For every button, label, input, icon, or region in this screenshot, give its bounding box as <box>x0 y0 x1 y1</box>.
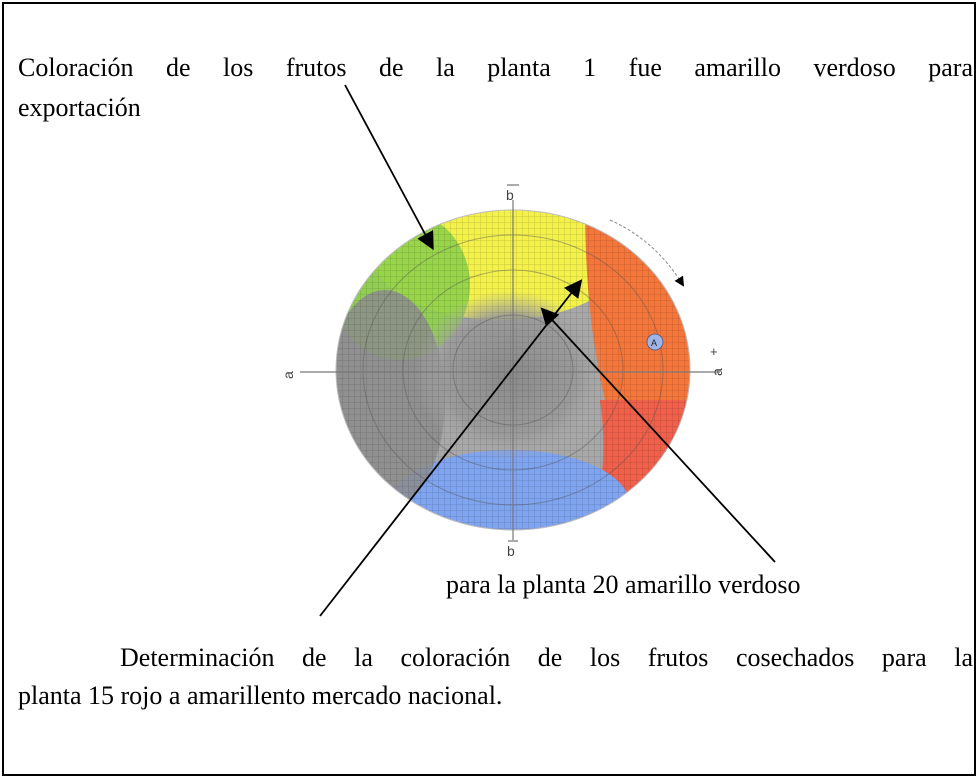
annotation-planta-1-line1: Coloración de los frutos de la planta 1 … <box>18 53 973 82</box>
arrow-planta-1 <box>344 84 434 251</box>
annotation-planta-15-line2: planta 15 rojo a amarillento mercado nac… <box>18 681 503 710</box>
hue-arc-arrow <box>609 219 685 287</box>
axis-label-a-plus: a <box>709 368 725 376</box>
annotation-planta-15-line1: Determinación de la coloración de los fr… <box>120 643 973 672</box>
axis-label-b-plus: b <box>506 187 514 203</box>
axis-label-b-minus: b <box>507 543 515 559</box>
plus-sign: + <box>710 344 718 359</box>
axis-label-a-minus: a <box>280 371 296 379</box>
annotation-planta-1-line2: exportación <box>18 93 141 122</box>
sample-marker: A <box>646 333 664 351</box>
annotation-planta-20: para la planta 20 amarillo verdoso <box>446 570 801 599</box>
svg-text:A: A <box>651 338 657 348</box>
arrow-planta-20 <box>540 307 776 563</box>
arrow-planta-15 <box>319 279 583 617</box>
